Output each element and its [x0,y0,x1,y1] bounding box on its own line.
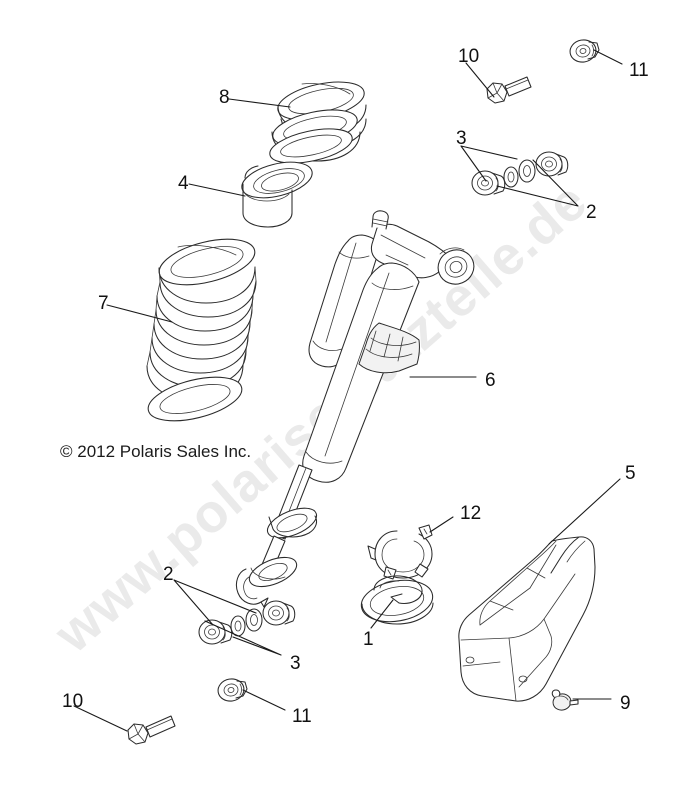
callout-label-3a: 3 [290,653,301,674]
part-12-clamp-ring [367,524,433,580]
part-group-bushings-washers-bottom [198,600,296,645]
callout-layer: 1 2 2 3 3 4 5 6 7 8 9 10 10 11 11 12 [62,46,649,732]
callout-label-12: 12 [460,503,481,524]
leader-12 [429,516,454,533]
callout-label-8: 8 [219,87,230,108]
leader-1 [370,599,394,629]
leader-10b [73,705,128,732]
part-11-flange-nut-top [569,39,600,63]
part-5-shock-guard-cover [458,536,596,702]
part-7-main-coil-spring [146,238,257,422]
leader-11b [242,689,286,711]
leader-11a [593,49,623,65]
leader-3b [460,145,518,182]
leader-4 [188,183,246,197]
callout-label-11a: 11 [629,60,649,81]
callout-label-11b: 11 [292,706,312,727]
leader-8 [228,98,291,108]
part-4-spring-retainer-cup [241,161,313,228]
leader-2b [496,159,579,207]
callout-label-2b: 2 [586,202,597,223]
part-11-flange-nut-bottom [217,678,248,702]
leader-3a [204,620,282,656]
part-1-spring-seat-spiral [360,575,434,625]
leader-5 [548,478,621,545]
callout-label-1: 1 [363,629,374,650]
callout-label-7: 7 [98,293,109,314]
part-9-push-rivet [551,689,579,711]
part-10-flange-bolt-bottom [127,715,176,745]
callout-label-9: 9 [620,693,631,714]
copyright-notice: © 2012 Polaris Sales Inc. [60,442,252,461]
leader-2a [173,579,257,626]
leader-10a [465,62,495,98]
callout-label-6: 6 [485,370,496,391]
callout-label-10b: 10 [62,691,83,712]
callout-label-5: 5 [625,463,636,484]
callout-label-2a: 2 [163,564,174,585]
callout-label-3b: 3 [456,128,467,149]
leader-7 [106,304,173,323]
part-10-flange-bolt-top [486,76,532,104]
part-6-shock-absorber-body [235,210,475,608]
callout-label-4: 4 [178,173,189,194]
callout-label-10a: 10 [458,46,479,67]
part-8-secondary-coil-spring [269,81,367,164]
